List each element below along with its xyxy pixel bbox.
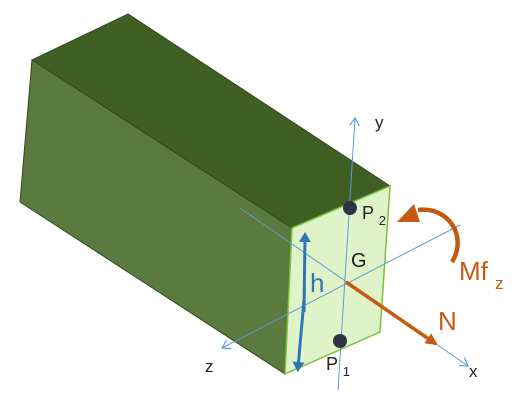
- cross-section-face: [284, 184, 391, 376]
- bending-moment-label-main: Mf: [459, 256, 489, 286]
- point-p1: [333, 334, 347, 348]
- bending-moment-label-sub: z: [495, 274, 504, 293]
- point-p2-letter: P: [362, 203, 374, 223]
- point-p1-label: P 1: [326, 354, 350, 379]
- height-label: h: [310, 268, 324, 298]
- normal-force-label: N: [438, 306, 457, 336]
- point-p1-sub: 1: [343, 364, 350, 379]
- z-axis-label: z: [205, 357, 214, 376]
- point-p2-sub: 2: [379, 213, 386, 228]
- point-p2-label: P 2: [362, 203, 386, 228]
- z-axis: [222, 224, 461, 348]
- centroid-label: G: [351, 250, 367, 272]
- x-axis-label: x: [469, 362, 478, 381]
- normal-force-arrow: [345, 280, 438, 346]
- point-p2: [343, 201, 357, 215]
- y-axis-label: y: [375, 113, 384, 132]
- point-p1-letter: P: [326, 354, 338, 374]
- height-arrow-lower: [292, 299, 306, 372]
- bending-moment-label: Mf z: [459, 256, 504, 293]
- height-arrow: [298, 232, 311, 313]
- bending-moment-arrow: [417, 207, 460, 264]
- bending-moment-arrowhead: [397, 204, 420, 222]
